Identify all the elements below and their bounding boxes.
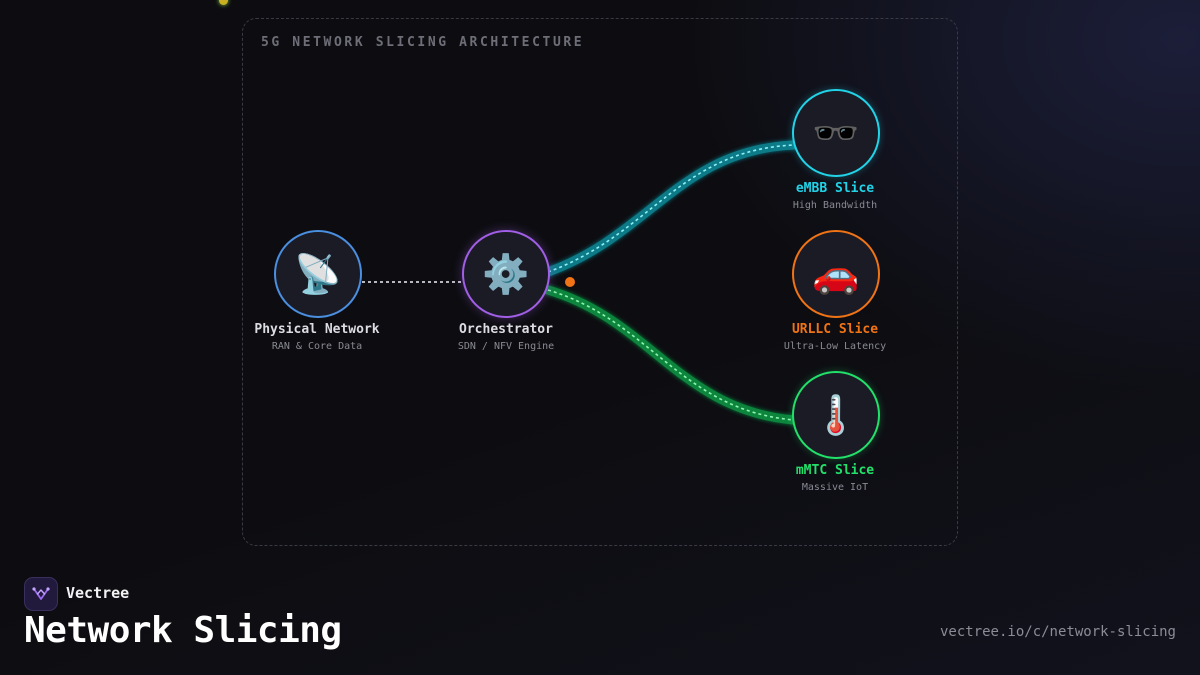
node-mmtc-slice-sub: Massive IoT (801, 482, 869, 493)
link-orchestrator-urllc-packet (565, 277, 575, 287)
node-orchestrator[interactable]: ⚙️ (462, 230, 550, 318)
indicator-dot (219, 0, 228, 5)
vectree-logo-icon (32, 587, 50, 600)
link-orchestrator-mmtc-flow (547, 289, 795, 421)
glasses-icon: 🕶️ (812, 111, 860, 155)
node-urllc-slice-sub: Ultra-Low Latency (783, 341, 887, 352)
node-urllc-slice[interactable]: 🚗 (792, 230, 880, 318)
node-mmtc-slice-label: mMTC Slice (795, 463, 875, 478)
node-embb-slice[interactable]: 🕶️ (792, 89, 880, 177)
page-url[interactable]: vectree.io/c/network-slicing (939, 624, 1176, 640)
node-mmtc-slice[interactable]: 🌡️ (792, 371, 880, 459)
diagram-frame (242, 18, 958, 546)
node-physical-network-sub: RAN & Core Data (271, 341, 363, 352)
gear-icon: ⚙️ (482, 252, 530, 296)
node-orchestrator-label: Orchestrator (459, 322, 553, 337)
thermometer-icon: 🌡️ (812, 393, 860, 437)
node-embb-slice-label: eMBB Slice (795, 181, 875, 196)
node-physical-network-label: Physical Network (254, 322, 380, 337)
node-orchestrator-sub: SDN / NFV Engine (457, 341, 555, 352)
node-embb-slice-sub: High Bandwidth (792, 200, 878, 211)
brand-name[interactable]: Vectree (66, 584, 130, 602)
car-icon: 🚗 (812, 252, 860, 296)
satellite-dish-icon: 📡 (294, 252, 342, 296)
node-urllc-slice-label: URLLC Slice (791, 322, 879, 337)
page-title: Network Slicing (24, 610, 342, 651)
link-orchestrator-mmtc (543, 285, 799, 425)
diagram-title: 5G NETWORK SLICING ARCHITECTURE (261, 35, 585, 50)
node-physical-network[interactable]: 📡 (274, 230, 362, 318)
link-orchestrator-embb-flow (547, 144, 795, 273)
brand-logo[interactable] (24, 577, 58, 611)
